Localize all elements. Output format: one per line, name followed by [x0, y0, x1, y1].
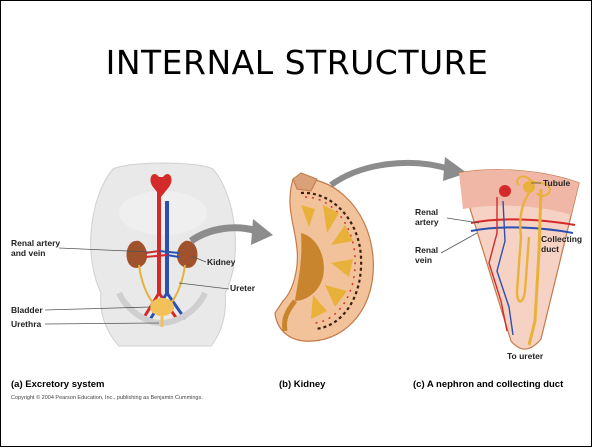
caption-excretory-system: (a) Excretory system	[11, 379, 104, 390]
label-renal-artery-vein-line2: and vein	[11, 248, 45, 258]
excretory-system-illustration	[91, 163, 236, 346]
arrow-head-kidney	[251, 219, 273, 245]
leader-renal-vein	[441, 233, 477, 253]
label-urethra: Urethra	[11, 319, 42, 329]
copyright-notice: Copyright © 2004 Pearson Education, Inc.…	[11, 394, 203, 401]
label-renal-artery-line2: artery	[415, 217, 439, 227]
label-renal-artery-vein-line1: Renal artery	[11, 238, 60, 248]
kidney-outline	[275, 178, 373, 341]
caption-kidney: (b) Kidney	[279, 379, 326, 390]
label-renal-vein-line2: vein	[415, 255, 432, 265]
label-renal-artery-line1: Renal	[415, 207, 438, 217]
label-renal-vein-line1: Renal	[415, 245, 438, 255]
label-ureter: Ureter	[230, 283, 256, 293]
label-kidney: Kidney	[207, 257, 236, 267]
nephron-section	[459, 170, 579, 349]
label-to-ureter: To ureter	[507, 351, 544, 361]
label-tubule: Tubule	[543, 178, 570, 188]
label-collecting-duct-line1: Collecting	[541, 234, 582, 244]
caption-nephron: (c) A nephron and collecting duct	[413, 379, 564, 390]
torso-shading	[119, 191, 207, 235]
arrow-kidney-to-nephron	[331, 163, 449, 185]
label-bladder: Bladder	[11, 305, 43, 315]
label-collecting-duct-line2: duct	[541, 244, 559, 254]
kidney-section	[275, 173, 373, 341]
glomerulus-1	[499, 185, 511, 197]
bladder	[150, 298, 174, 316]
